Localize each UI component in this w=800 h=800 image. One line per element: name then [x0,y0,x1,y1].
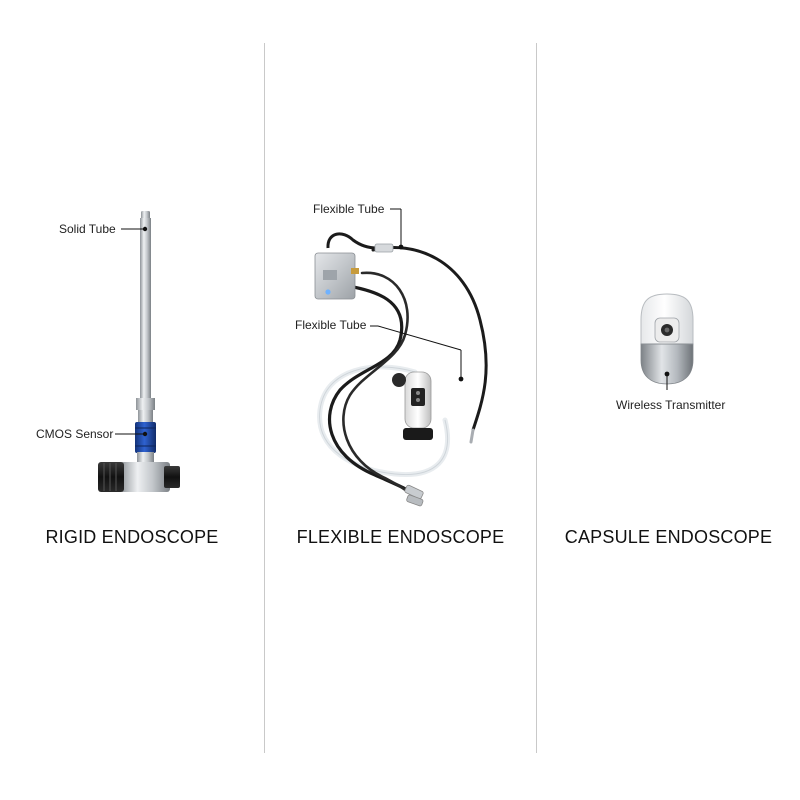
rigid-eyepiece-left [98,462,124,492]
rigid-neck [137,452,154,464]
rigid-collar [136,398,155,410]
control-box-panel [323,270,337,280]
rigid-connector-right [164,466,180,488]
handle-side-knob [392,373,406,387]
handle-control-pad [411,388,425,406]
flexible-endoscope-panel: Flexible Tube Flexible Tube FLEXIBLE END… [265,0,536,800]
wireless-transmitter-label: Wireless Transmitter [616,398,726,412]
flexible-tube-tip [469,428,475,444]
rigid-endoscope-title: RIGID ENDOSCOPE [45,527,219,547]
cmos-sensor-label: CMOS Sensor [36,427,114,441]
rigid-tip [141,211,150,219]
rigid-endoscope-illustration [98,211,180,492]
black-cable-2 [342,271,419,502]
panel-divider-right [536,43,537,753]
rigid-coupler-body [120,462,170,492]
control-box-connector [351,268,359,274]
rigid-collar-lower [138,410,153,422]
solid-tube-dot [142,226,148,232]
flexible-tube-top-label: Flexible Tube [313,202,385,216]
cmos-sensor-dot [142,431,148,437]
handle-eyepiece [403,428,433,440]
box-top-cable [326,232,378,250]
flexible-endoscope-title: FLEXIBLE ENDOSCOPE [296,527,505,547]
panel-divider-left [264,43,265,753]
capsule-endoscope-illustration [640,293,694,390]
flexible-tube-mid-dot [458,376,464,382]
flexible-endoscope-illustration [314,208,488,507]
wireless-transmitter-dot [664,371,670,377]
capsule-endoscope-title: CAPSULE ENDOSCOPE [564,527,773,547]
control-box-led [325,289,331,295]
box-cable-coupler [374,243,394,253]
solid-tube-label: Solid Tube [59,222,116,236]
flexible-insertion-tube [371,246,488,432]
black-cable-1 [327,283,417,497]
solid-tube-shaft [140,218,151,400]
rigid-endoscope-panel: Solid Tube CMOS Sensor RIGID ENDOSCOPE [0,0,264,800]
flexible-tube-top-dot [398,244,404,250]
cable-end-connector-2 [406,494,424,507]
cmos-sensor-band [135,422,156,453]
capsule-endoscope-panel: Wireless Transmitter CAPSULE ENDOSCOPE [537,0,800,800]
flexible-tube-mid-label: Flexible Tube [295,318,367,332]
